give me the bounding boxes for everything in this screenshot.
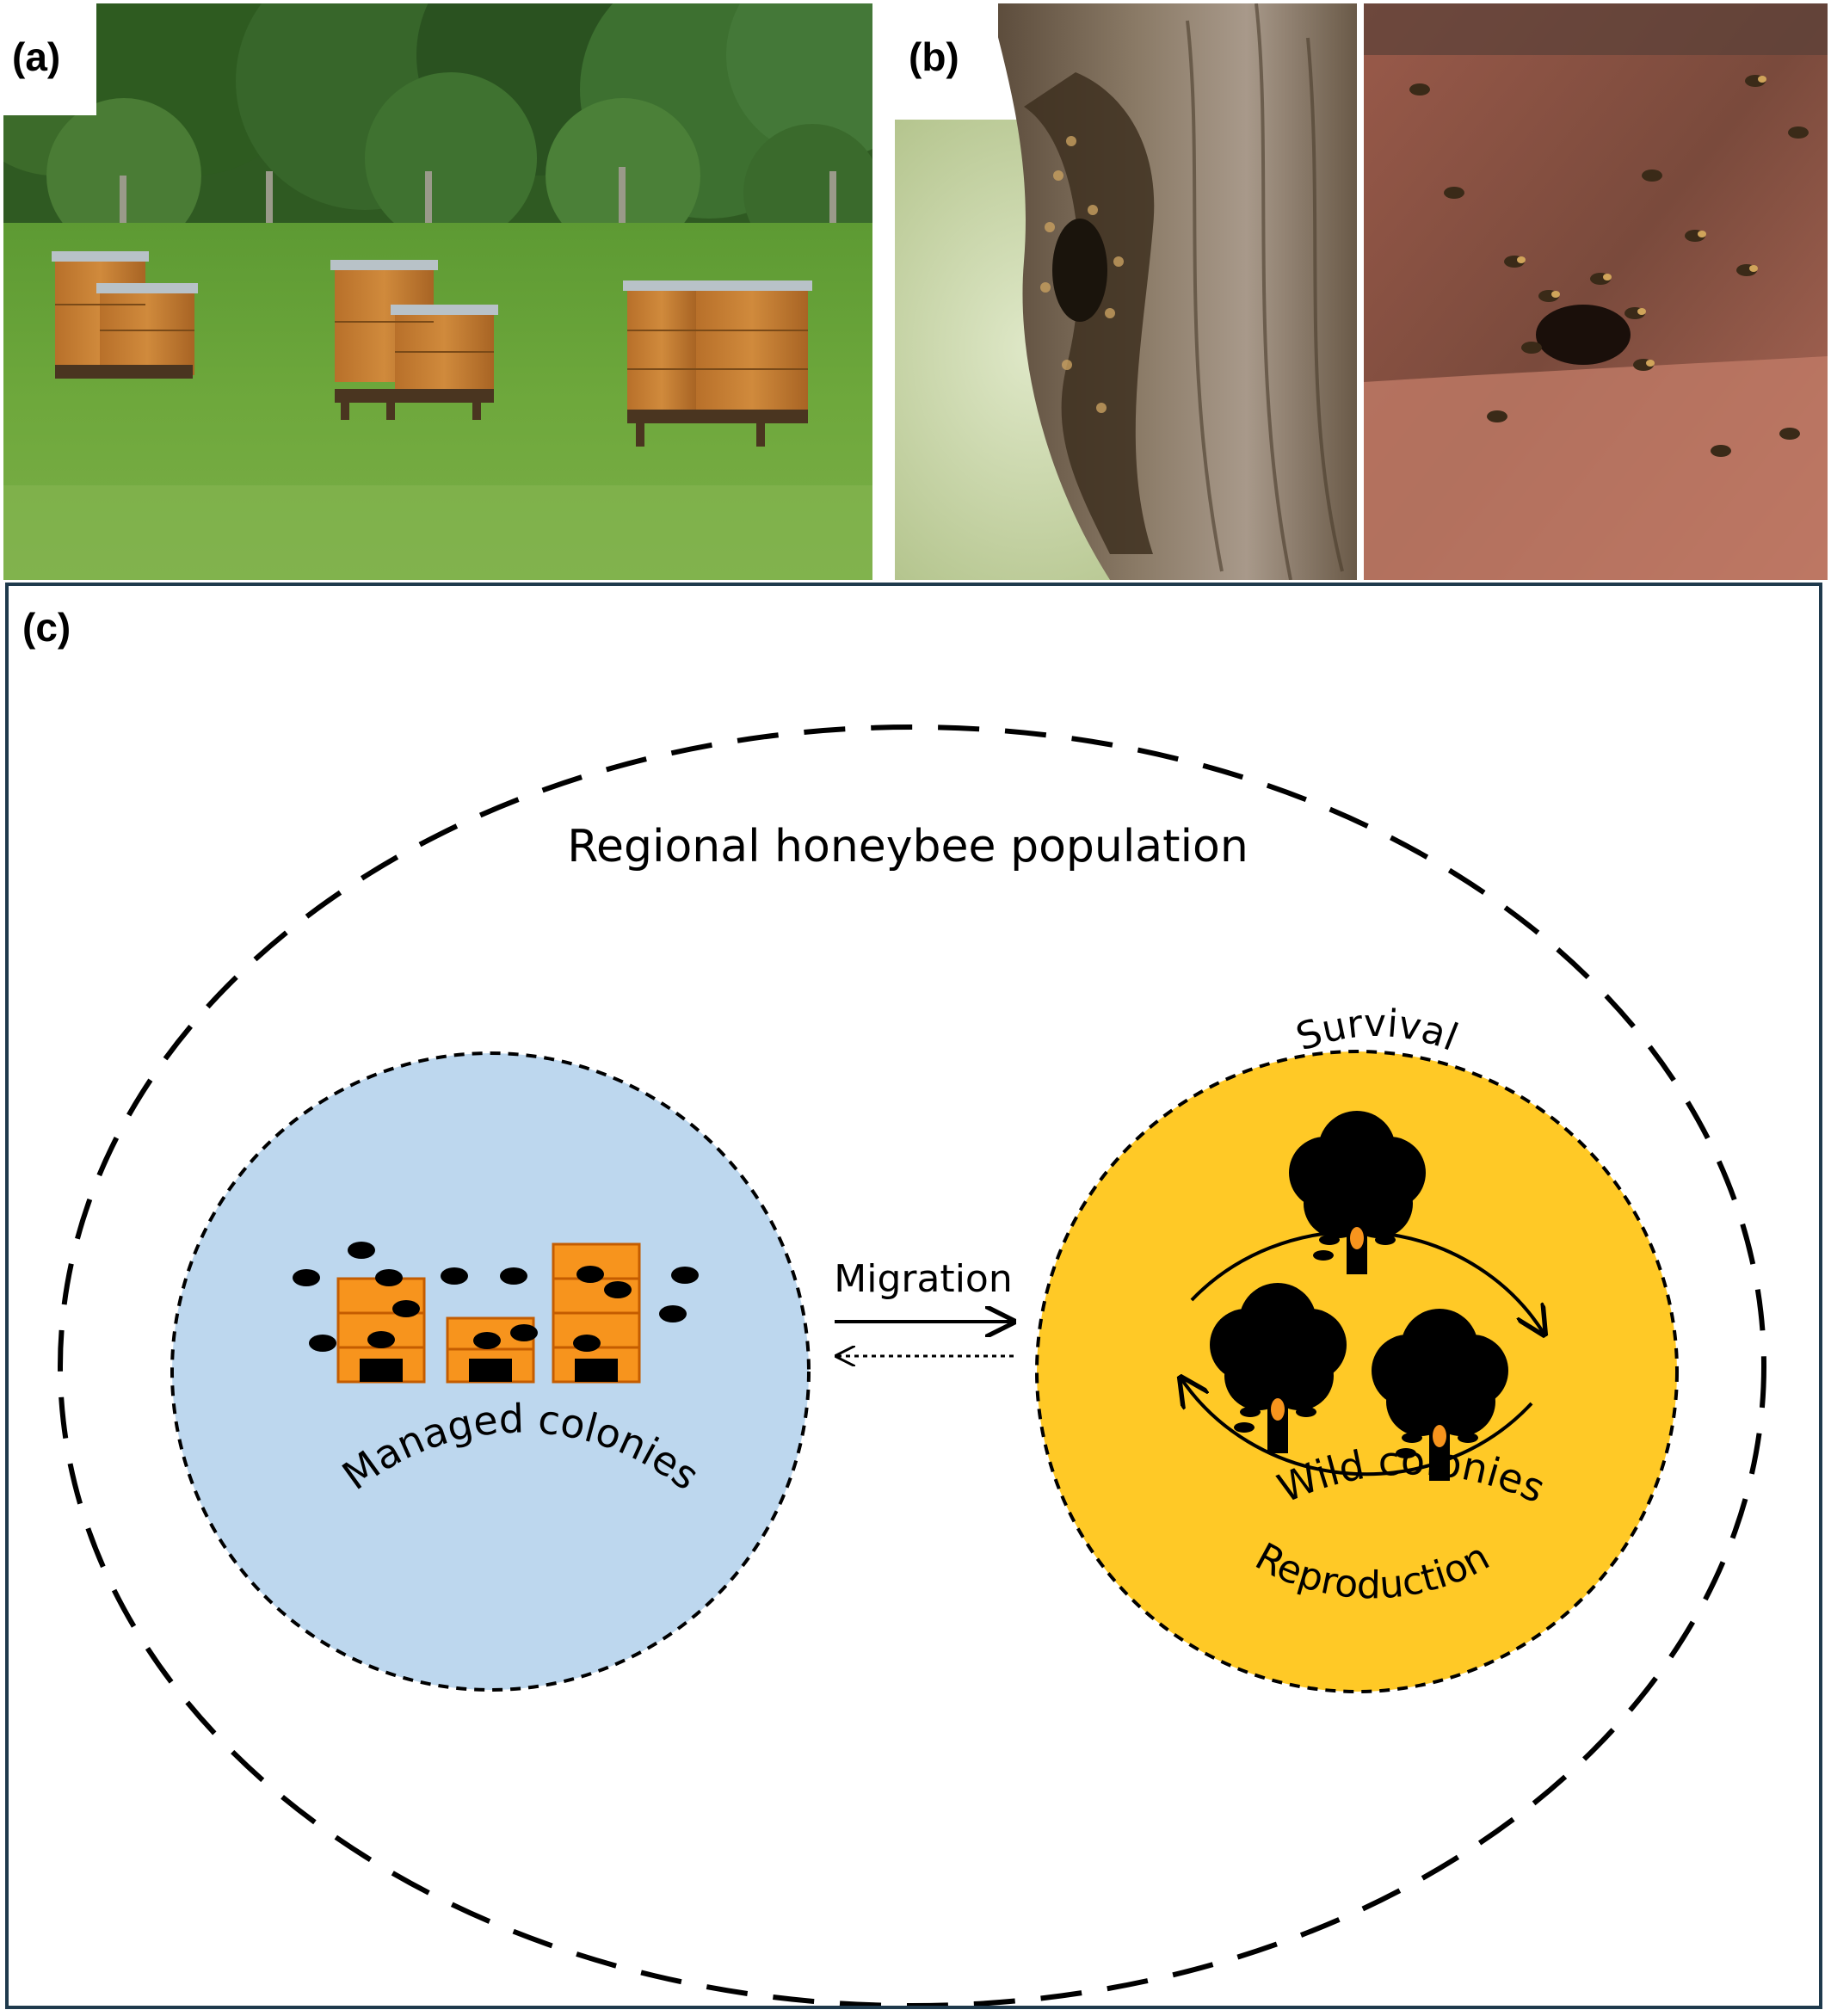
beehive-group-3	[623, 281, 812, 447]
wild-colonies-circle	[1035, 1050, 1679, 1693]
beehive-icon	[336, 1277, 426, 1384]
beehive-group-2	[330, 260, 498, 420]
tree-foliage	[3, 3, 872, 262]
migration-label: Migration	[834, 1257, 1012, 1301]
wall-cavity-photo	[1364, 3, 1828, 580]
tree-icon	[1289, 1111, 1426, 1274]
panel-c-diagram: (c) Regional honeybee population Managed…	[5, 583, 1822, 2009]
beehive-icon	[552, 1242, 641, 1384]
apiary-photo: (a)	[3, 3, 872, 580]
tree-icon	[1210, 1283, 1347, 1453]
panel-b-label: (b)	[909, 34, 959, 79]
regional-population-label: Regional honeybee population	[567, 821, 1248, 872]
managed-bees	[293, 1242, 699, 1352]
reproduction-cycle-arrow	[1181, 1378, 1533, 1477]
tree-icon	[1372, 1309, 1508, 1481]
wild-nest-trees	[1210, 1111, 1508, 1481]
beehive-group-1	[52, 251, 198, 379]
population-diagram: (c) Regional honeybee population Managed…	[22, 605, 1766, 2008]
panel-a-photo: (a)	[3, 3, 872, 580]
panel-a-label: (a)	[12, 34, 60, 79]
panel-b-photos: (b)	[895, 3, 1828, 580]
panel-c-label: (c)	[22, 605, 71, 650]
wild-nest-photos: (b)	[895, 3, 1828, 580]
fence-posts	[120, 167, 836, 244]
